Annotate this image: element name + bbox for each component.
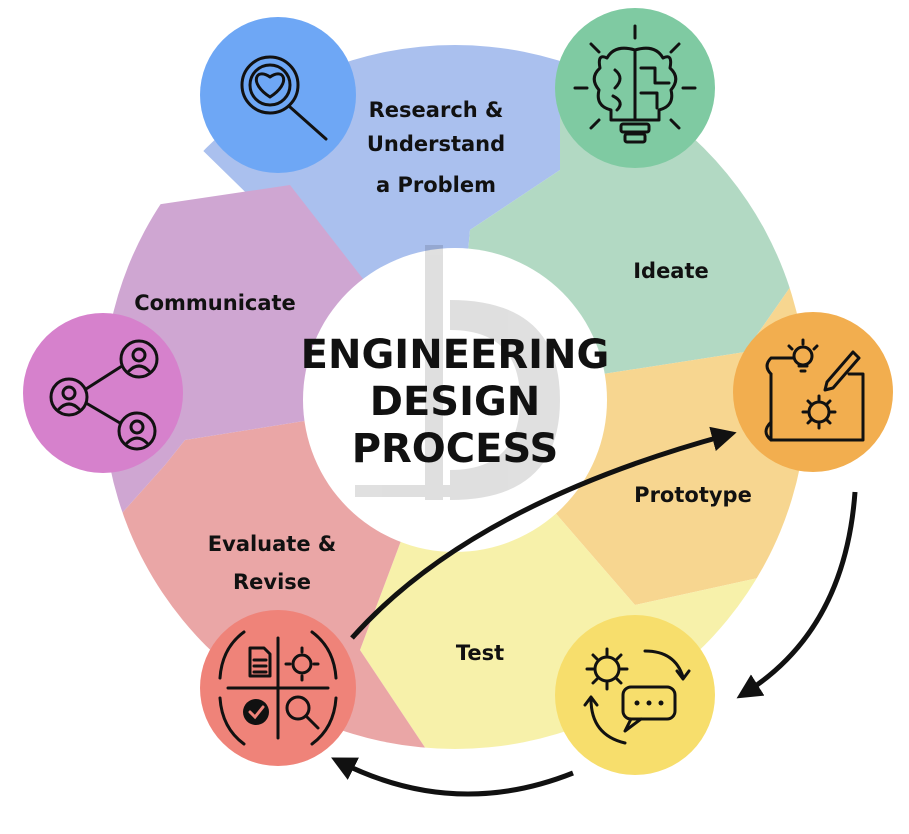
arrow-test-to-evaluate <box>331 757 574 797</box>
label-prototype: Prototype <box>634 483 752 507</box>
arrow-evaluate-to-prototype <box>350 426 737 640</box>
label-ideate: Ideate <box>633 259 709 283</box>
label-evaluate-1: Evaluate & <box>208 532 336 556</box>
magnifier-heart-icon <box>200 17 356 173</box>
title-line-1: ENGINEERING <box>301 332 610 378</box>
title-line-2: DESIGN <box>370 379 541 425</box>
label-research-2: Understand <box>367 132 505 156</box>
sector-prototype <box>455 230 807 605</box>
people-network-icon <box>23 313 183 473</box>
stage-labels: Research & Understand a Problem Ideate P… <box>134 98 752 665</box>
center-hub: ENGINEERING DESIGN PROCESS <box>301 245 610 552</box>
watermark-graphic <box>355 245 560 500</box>
gear-chat-cycle-icon <box>555 615 715 775</box>
arrows <box>331 426 858 797</box>
arrow-prototype-to-test <box>736 491 858 699</box>
label-communicate: Communicate <box>134 291 296 315</box>
stage-icons <box>23 8 893 775</box>
label-research-1: Research & <box>369 98 504 122</box>
sector-communicate <box>103 185 455 560</box>
blueprint-gear-pencil-icon <box>733 312 893 472</box>
evaluate-quadrant-icon <box>200 610 356 766</box>
label-research-3: a Problem <box>376 173 496 197</box>
label-evaluate-2: Revise <box>233 570 311 594</box>
brain-puzzle-lightbulb-icon <box>555 8 715 168</box>
label-test: Test <box>456 641 504 665</box>
title-line-3: PROCESS <box>352 426 559 472</box>
